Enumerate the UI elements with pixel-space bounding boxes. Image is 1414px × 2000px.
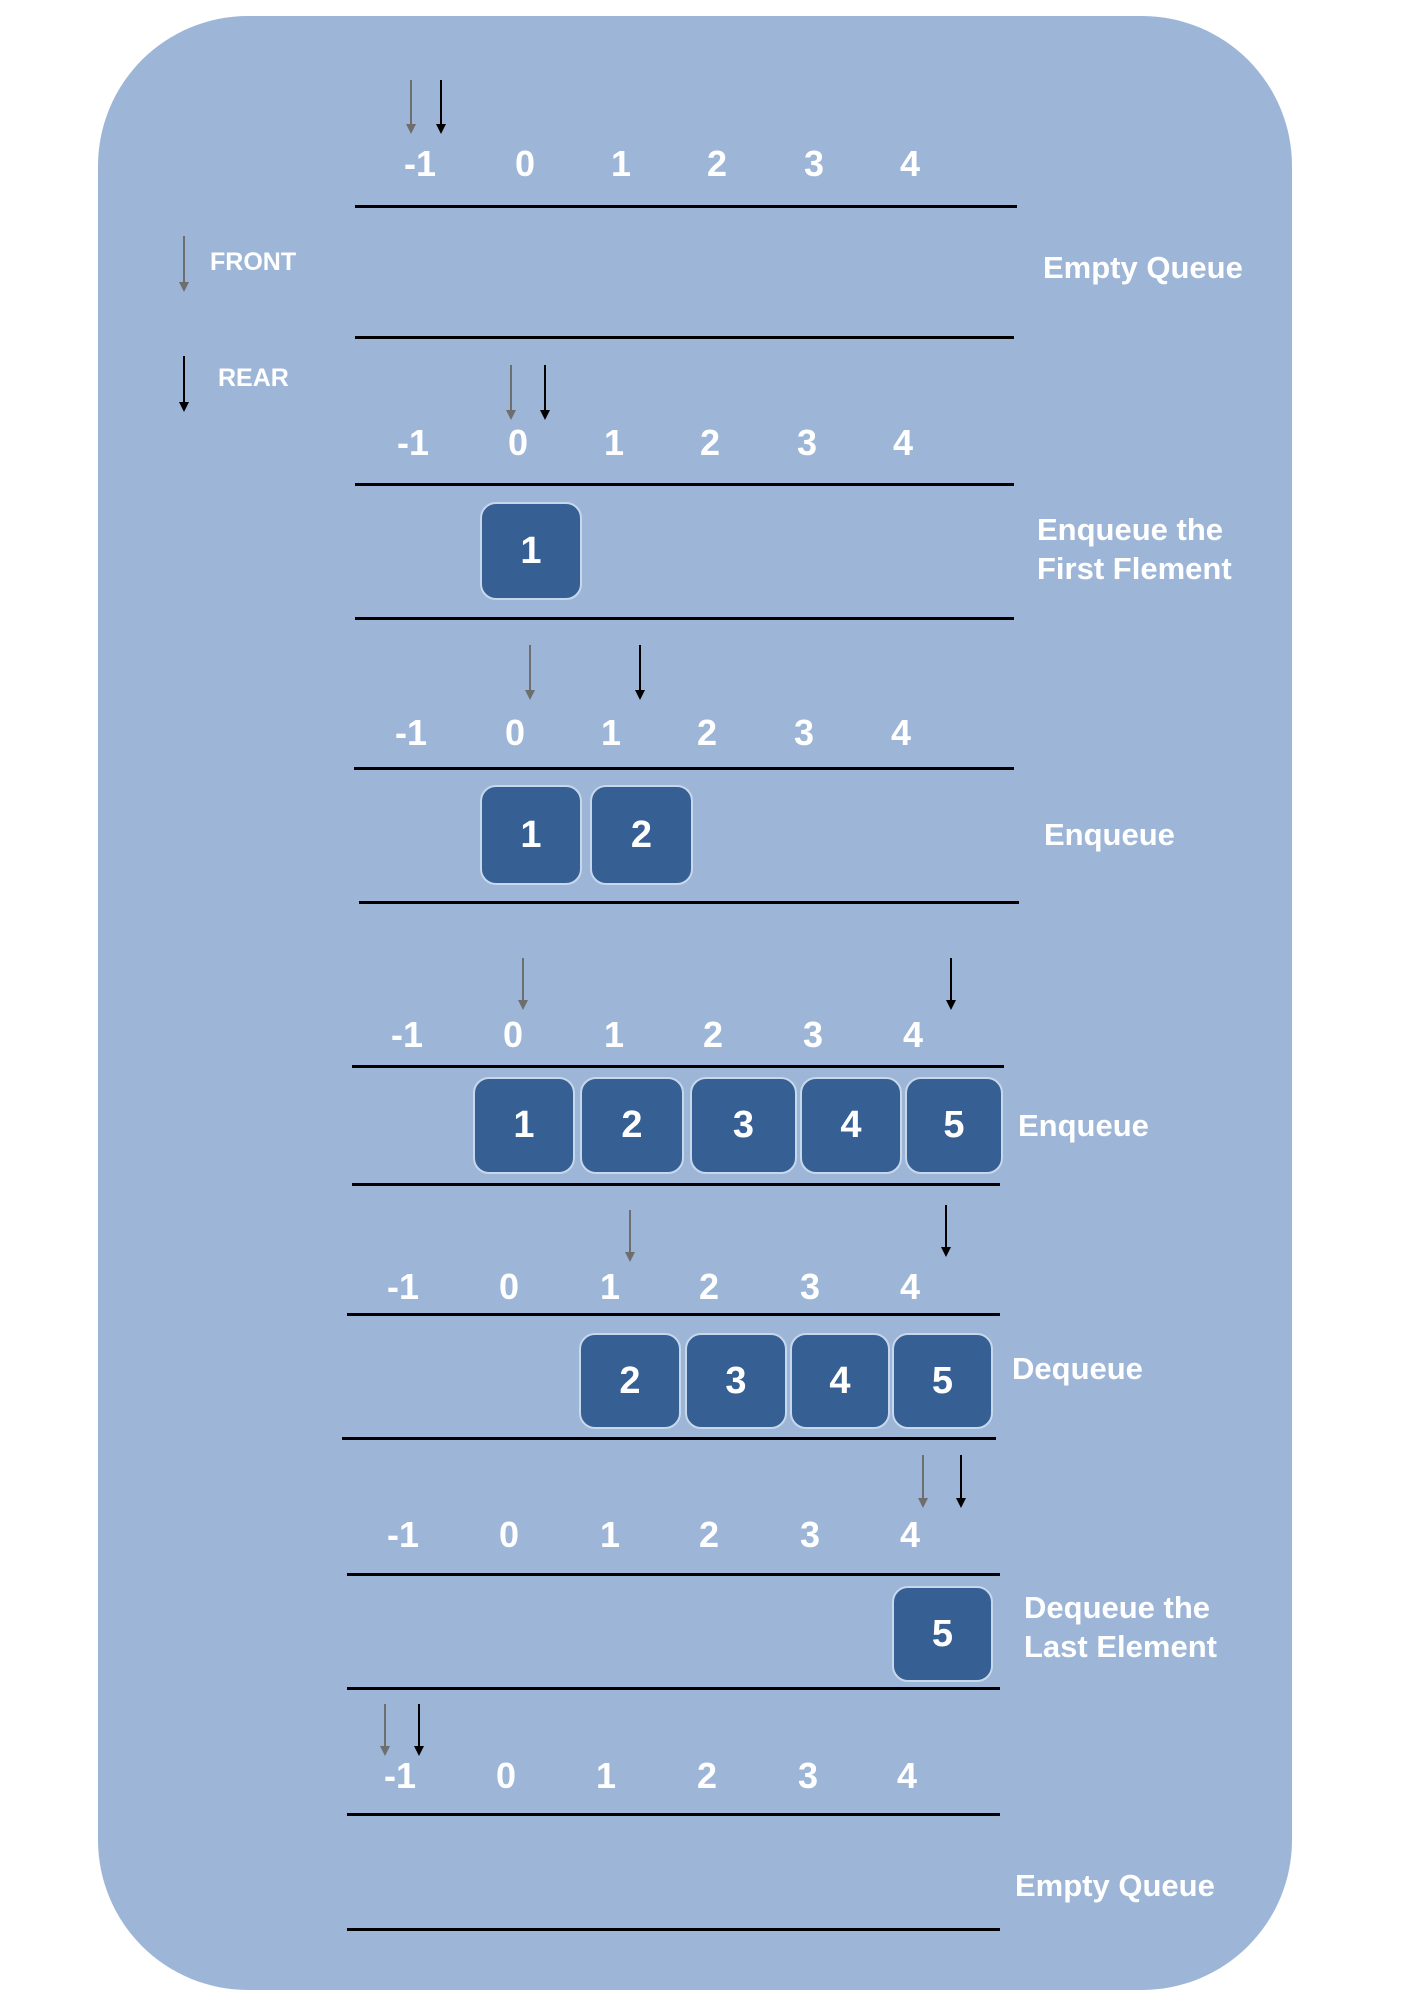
index-label: 0 — [498, 1514, 520, 1555]
index-label: 2 — [698, 1266, 720, 1307]
index-label: 2 — [699, 422, 721, 463]
queue-top-line — [347, 1813, 1000, 1816]
queue-cell: 4 — [800, 1077, 902, 1174]
queue-top-line — [347, 1313, 1000, 1316]
queue-top-line — [355, 483, 1014, 486]
stage-caption-line: Empty Queue — [1015, 1868, 1215, 1903]
queue-top-line — [354, 767, 1014, 770]
index-label: 1 — [600, 712, 622, 753]
queue-cell: 3 — [685, 1333, 787, 1429]
index-label: 0 — [507, 422, 529, 463]
index-label: 4 — [892, 422, 914, 463]
stage-caption-line: Empty Queue — [1043, 250, 1243, 285]
index-label: -1 — [390, 1014, 423, 1055]
index-label: 4 — [899, 143, 921, 184]
queue-cell: 1 — [480, 502, 582, 600]
queue-cell: 3 — [690, 1077, 797, 1174]
stage-caption-line: Last Element — [1024, 1629, 1217, 1664]
queue-bottom-line — [355, 617, 1014, 620]
index-label: 4 — [902, 1014, 924, 1055]
stage-caption: Enqueue — [1018, 1106, 1149, 1145]
index-label: 4 — [899, 1514, 921, 1555]
index-label: -1 — [396, 422, 429, 463]
queue-top-line — [352, 1065, 1004, 1068]
index-label: 2 — [696, 712, 718, 753]
queue-bottom-line — [359, 901, 1019, 904]
stage-caption: Dequeue — [1012, 1349, 1143, 1388]
index-label: 3 — [799, 1514, 821, 1555]
index-label: 4 — [899, 1266, 921, 1307]
index-label: 0 — [498, 1266, 520, 1307]
stage-caption-line: Enqueue the — [1037, 512, 1224, 547]
index-label: 3 — [802, 1014, 824, 1055]
index-label: -1 — [386, 1514, 419, 1555]
index-label: 0 — [495, 1755, 517, 1796]
stage-caption-line: Enqueue — [1018, 1108, 1149, 1143]
stage-caption-line: Enqueue — [1044, 817, 1175, 852]
index-label: 1 — [603, 1014, 625, 1055]
stage-caption-line: Dequeue — [1012, 1351, 1143, 1386]
index-label: 4 — [896, 1755, 918, 1796]
index-label: 3 — [803, 143, 825, 184]
index-label: -1 — [386, 1266, 419, 1307]
index-label: 0 — [504, 712, 526, 753]
index-label: -1 — [403, 143, 436, 184]
diagram-panel — [98, 16, 1292, 1990]
index-label: 1 — [599, 1514, 621, 1555]
index-label: 2 — [698, 1514, 720, 1555]
queue-cell: 1 — [480, 785, 582, 885]
index-label: 1 — [603, 422, 625, 463]
index-label: 3 — [797, 1755, 819, 1796]
queue-bottom-line — [355, 336, 1014, 339]
queue-cell: 2 — [580, 1077, 684, 1174]
index-label: 0 — [502, 1014, 524, 1055]
queue-bottom-line — [352, 1183, 1000, 1186]
queue-cell: 2 — [579, 1333, 681, 1429]
index-label: 4 — [890, 712, 912, 753]
queue-cell: 5 — [905, 1077, 1003, 1174]
index-label: -1 — [383, 1755, 416, 1796]
index-label: 3 — [793, 712, 815, 753]
queue-bottom-line — [347, 1928, 1000, 1931]
legend-rear-label: REAR — [218, 364, 289, 392]
index-label: 1 — [599, 1266, 621, 1307]
index-label: 2 — [706, 143, 728, 184]
queue-cell: 5 — [892, 1333, 993, 1429]
index-label: 3 — [796, 422, 818, 463]
stage-caption: Enqueue — [1044, 815, 1175, 854]
index-label: 2 — [696, 1755, 718, 1796]
index-label: 0 — [514, 143, 536, 184]
queue-cell: 4 — [790, 1333, 890, 1429]
stage-caption: Empty Queue — [1043, 248, 1243, 287]
stage-caption-line: Dequeue the — [1024, 1590, 1211, 1625]
stage-caption-line: First Flement — [1037, 551, 1232, 586]
queue-bottom-line — [347, 1687, 1000, 1690]
index-label: 2 — [702, 1014, 724, 1055]
queue-cell: 2 — [590, 785, 693, 885]
queue-top-line — [347, 1573, 1000, 1576]
stage-caption: Empty Queue — [1015, 1866, 1215, 1905]
index-label: 1 — [610, 143, 632, 184]
index-label: 1 — [595, 1755, 617, 1796]
queue-cell: 5 — [892, 1586, 993, 1682]
queue-top-line — [355, 205, 1017, 208]
queue-bottom-line — [342, 1437, 996, 1440]
queue-cell: 1 — [473, 1077, 575, 1174]
index-label: -1 — [394, 712, 427, 753]
index-label: 3 — [799, 1266, 821, 1307]
legend-front-label: FRONT — [210, 248, 297, 276]
